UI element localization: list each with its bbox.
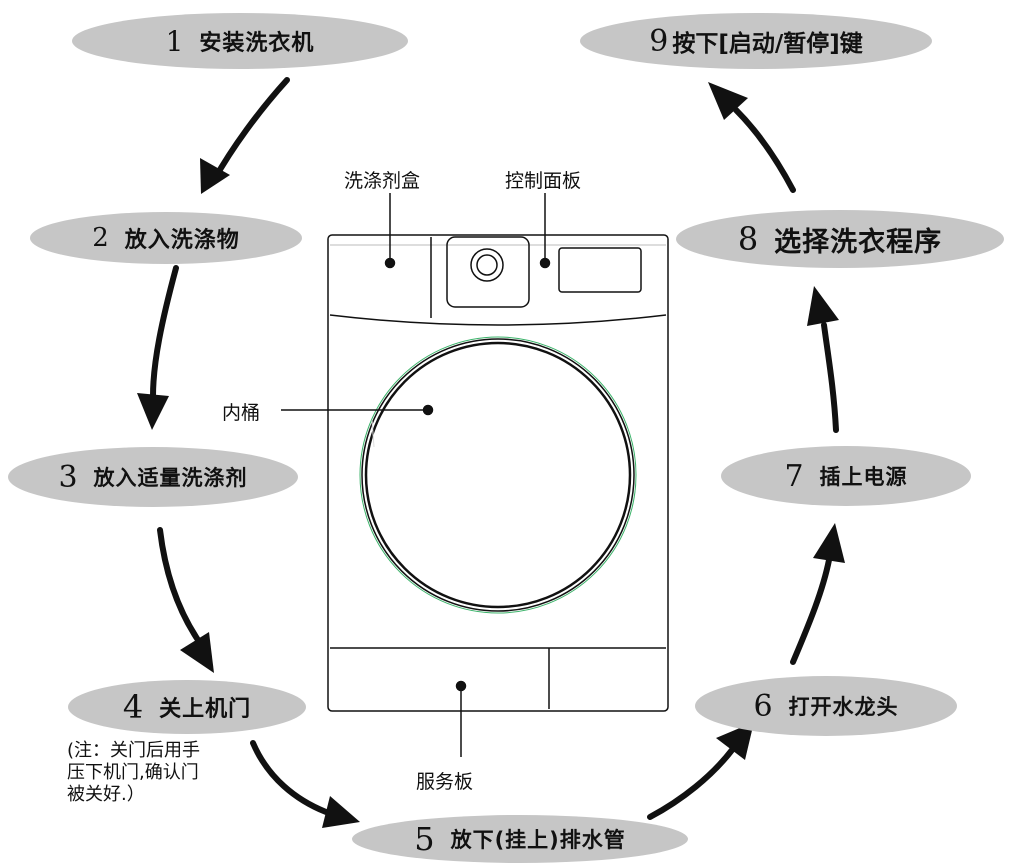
note-line-1: (注：关门后用手 xyxy=(67,740,201,761)
step-8-label: 选择洗衣程序 xyxy=(774,226,943,258)
callout-detergent-box: 洗涤剂盒 xyxy=(344,170,421,192)
arrow-2-to-3-head xyxy=(137,393,169,430)
callout-inner-drum: 内桶 xyxy=(222,402,261,424)
step-6-label: 打开水龙头 xyxy=(788,695,899,719)
washing-machine xyxy=(327,234,669,712)
step-7-label: 插上电源 xyxy=(819,465,908,489)
step-5: 5 放下(挂上)排水管 xyxy=(352,815,688,863)
step-9-label: 按下[启动/暂停]键 xyxy=(672,31,863,57)
arrow-6-to-7-head xyxy=(813,523,845,563)
step-5-number: 5 xyxy=(414,820,435,858)
step-4-label: 关上机门 xyxy=(159,697,252,722)
detergent-drawer xyxy=(446,236,530,308)
step-4: 4 关上机门 xyxy=(68,680,306,734)
door-glass xyxy=(364,341,632,609)
step-1: 1 安装洗衣机 xyxy=(72,13,408,69)
step-4-number: 4 xyxy=(122,688,144,726)
arrow-6-to-7 xyxy=(790,557,832,665)
arrow-7-to-8-head xyxy=(807,286,839,326)
step-6: 6 打开水龙头 xyxy=(695,676,957,736)
arrow-2-to-3 xyxy=(150,265,179,399)
door-close-note: (注：关门后用手 压下机门,确认门 被关好.） xyxy=(67,740,200,806)
step-3-number: 3 xyxy=(58,459,78,495)
step-2-label: 放入洗涤物 xyxy=(124,228,240,253)
step-9-number: 9 xyxy=(649,23,669,59)
arrow-5-to-6 xyxy=(647,747,735,820)
note-line-3: 被关好.） xyxy=(67,784,145,805)
control-panel-dot xyxy=(539,257,551,269)
arrow-1-to-2-head xyxy=(200,158,230,194)
step-1-label: 安装洗衣机 xyxy=(199,31,315,56)
arrow-5-to-6-head xyxy=(716,722,754,760)
step-7-number: 7 xyxy=(784,458,804,494)
arrow-4-to-5-head xyxy=(322,796,360,828)
detergent-box-dot xyxy=(384,257,396,269)
arrow-1-to-2 xyxy=(211,77,290,183)
machine-body xyxy=(327,234,669,712)
inner-drum-dot xyxy=(422,404,434,416)
service-panel-dot xyxy=(455,680,467,692)
step-3: 3 放入适量洗涤剂 xyxy=(8,447,298,507)
step-2-number: 2 xyxy=(92,223,109,253)
step-8-number: 8 xyxy=(737,220,759,258)
step-1-number: 1 xyxy=(165,24,184,58)
step-7: 7 插上电源 xyxy=(721,446,971,506)
step-3-label: 放入适量洗涤剂 xyxy=(93,466,248,490)
step-9: 9 按下[启动/暂停]键 xyxy=(580,13,932,69)
note-line-2: 压下机门,确认门 xyxy=(67,762,199,783)
door-ring xyxy=(361,338,635,612)
arrow-8-to-9-head xyxy=(708,82,748,120)
arrow-4-to-5 xyxy=(250,740,329,815)
door-outer-ring xyxy=(359,336,637,614)
arrow-7-to-8 xyxy=(821,322,839,433)
flow-arrows xyxy=(137,77,845,828)
arrow-3-to-4 xyxy=(157,527,201,643)
control-panel-edge xyxy=(329,314,667,326)
callout-service-panel: 服务板 xyxy=(416,771,474,793)
arrow-3-to-4-head xyxy=(180,632,214,673)
arrow-8-to-9 xyxy=(733,107,796,193)
step-5-label: 放下(挂上)排水管 xyxy=(450,828,626,852)
display-window xyxy=(558,247,642,293)
callout-control-panel: 控制面板 xyxy=(505,170,582,192)
step-8: 8 选择洗衣程序 xyxy=(676,210,1004,268)
step-6-number: 6 xyxy=(753,688,773,724)
step-2: 2 放入洗涤物 xyxy=(30,212,302,264)
program-knob xyxy=(470,248,504,282)
callout-leaders xyxy=(281,193,551,757)
